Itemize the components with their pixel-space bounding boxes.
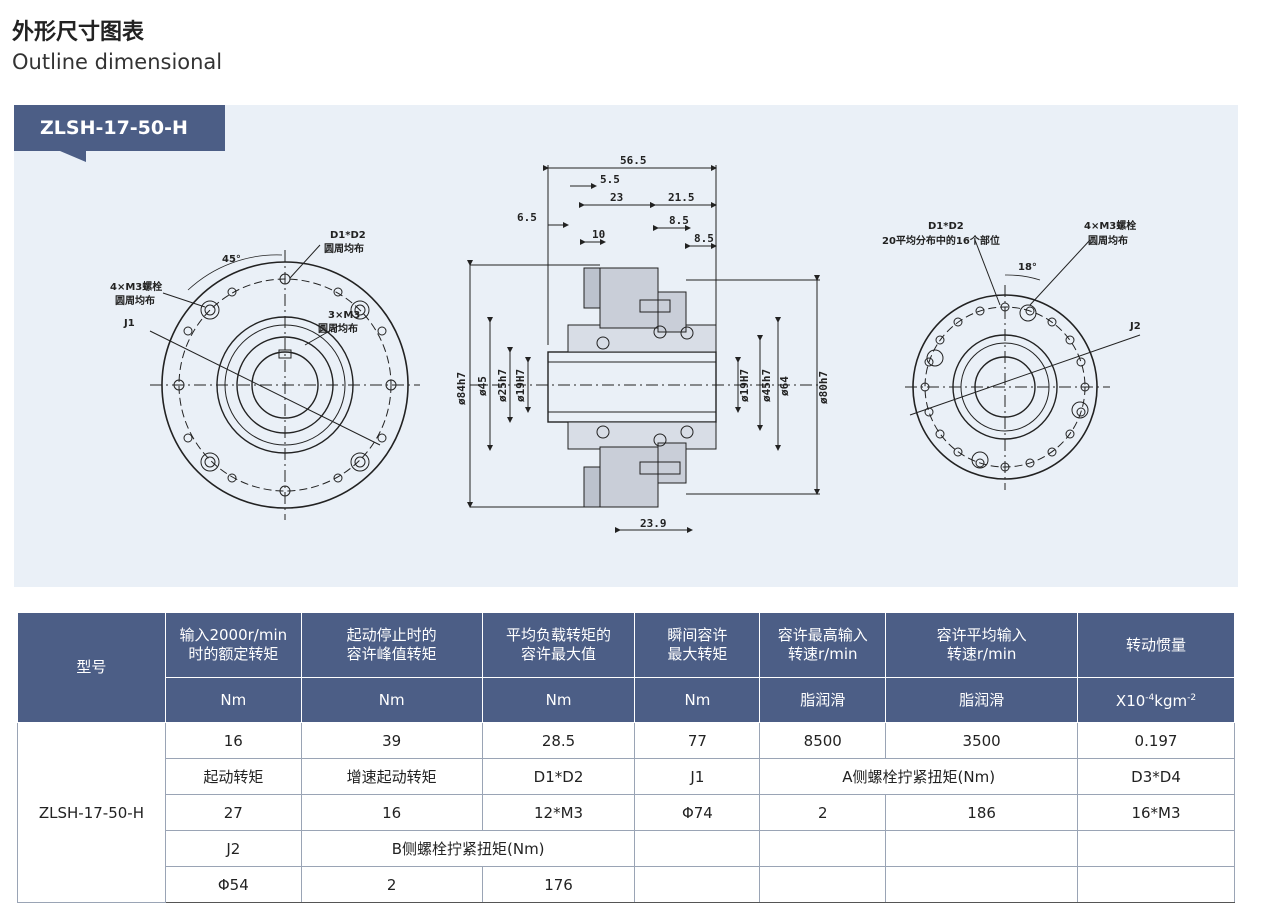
table-row: Φ54 2 176 (18, 866, 1235, 903)
dim-21-5: 21.5 (668, 191, 695, 204)
dia-19-left: ø19H7 (514, 369, 527, 402)
unit-avg-load-torque: Nm (481, 677, 636, 723)
header-avg-input-speed: 容许平均输入转速r/min (885, 612, 1079, 678)
left-d1d2-label-2: 圆周均布 (324, 242, 364, 255)
dia-64: ø64 (778, 376, 791, 396)
page-title: 外形尺寸图表 (12, 20, 145, 45)
table-cell: 186 (885, 794, 1079, 831)
dia-80: ø80h7 (817, 371, 830, 404)
left-3m3-label-2: 圆周均布 (318, 322, 358, 335)
table-cell: J1 (634, 758, 761, 795)
table-cell (1077, 866, 1235, 903)
table-cell (885, 830, 1079, 867)
table-cell: 增速起动转矩 (300, 758, 483, 795)
dia-84: ø84h7 (455, 372, 468, 405)
dim-23-9: 23.9 (640, 517, 667, 530)
table-cell (759, 866, 887, 903)
dia-45: ø45 (476, 376, 489, 396)
table-row: 27 16 12*M3 Φ74 2 186 16*M3 (18, 794, 1235, 831)
unit-momentary-torque: Nm (634, 677, 761, 723)
unit-avg-input-speed: 脂润滑 (885, 677, 1079, 723)
table-cell (634, 830, 761, 867)
dim-8-5-a: 8.5 (669, 214, 689, 227)
header-model: 型号 (17, 612, 166, 723)
unit-inertia: X10-4kgm-2 (1077, 677, 1235, 723)
table-cell: Φ74 (634, 794, 761, 831)
table-cell (634, 866, 761, 903)
table-cell (885, 866, 1079, 903)
table-cell: 起动转矩 (164, 758, 302, 795)
table-cell: 2 (759, 794, 887, 831)
right-d1d2-label: D1*D2 (928, 221, 964, 232)
dim-56-5: 56.5 (620, 154, 647, 167)
left-bolt-label-2: 圆周均布 (115, 294, 155, 307)
table-cell: 28.5 (481, 722, 636, 759)
header-inertia: 转动惯量 (1077, 612, 1235, 678)
table-cell: Φ54 (164, 866, 302, 903)
table-cell: 3500 (885, 722, 1079, 759)
table-cell: A侧螺栓拧紧扭矩(Nm) (759, 758, 1079, 795)
left-d1d2-label: D1*D2 (330, 230, 366, 241)
table-row: 起动转矩 增速起动转矩 D1*D2 J1 A侧螺栓拧紧扭矩(Nm) D3*D4 (18, 758, 1235, 795)
table-cell (1077, 830, 1235, 867)
left-angle-label: 45° (222, 254, 241, 265)
dim-8-5-b: 8.5 (694, 232, 714, 245)
table-cell: 39 (300, 722, 483, 759)
table-cell: D1*D2 (481, 758, 636, 795)
table-row: ZLSH-17-50-H 16 39 28.5 77 8500 3500 0.1… (17, 722, 1235, 903)
technical-drawing: 4×M3螺栓 圆周均布 D1*D2 圆周均布 3×M3 圆周均布 J1 45° (110, 154, 1141, 533)
dim-6-5: 6.5 (517, 211, 537, 224)
front-view-a-side (149, 244, 420, 520)
table-row: J2 B侧螺栓拧紧扭矩(Nm) (18, 830, 1235, 867)
table-cell (759, 830, 887, 867)
dia-25: ø25h7 (496, 369, 509, 402)
unit-max-input-speed: 脂润滑 (759, 677, 887, 723)
table-cell: 16 (164, 722, 302, 759)
page-subtitle: Outline dimensional (12, 50, 223, 74)
dim-23: 23 (610, 191, 623, 204)
right-bolt-label: 4×M3螺栓 (1084, 219, 1136, 232)
left-j1-label: J1 (123, 318, 135, 329)
model-tab: ZLSH-17-50-H (14, 105, 225, 151)
dia-19-right: ø19H7 (738, 369, 751, 402)
left-bolt-label: 4×M3螺栓 (110, 280, 162, 293)
right-angle-label: 18° (1018, 262, 1037, 273)
right-d1d2-label-2: 20平均分布中的16个部位 (882, 234, 1000, 247)
table-cell: J2 (164, 830, 302, 867)
table-cell: 12*M3 (481, 794, 636, 831)
header-max-input-speed: 容许最高输入转速r/min (759, 612, 887, 678)
dim-10: 10 (592, 228, 605, 241)
table-cell: 27 (164, 794, 302, 831)
unit-peak-torque: Nm (300, 677, 483, 723)
table-cell: 2 (300, 866, 483, 903)
header-row-2: Nm Nm Nm Nm 脂润滑 脂润滑 X10-4kgm-2 (18, 677, 1235, 723)
header-momentary-torque: 瞬间容许最大转矩 (634, 612, 761, 678)
table-cell: 176 (481, 866, 636, 903)
table-cell: 16 (300, 794, 483, 831)
right-bolt-label-2: 圆周均布 (1088, 234, 1128, 247)
right-j2-label: J2 (1129, 321, 1141, 332)
dia-45h7: ø45h7 (760, 369, 773, 402)
header-avg-load-torque: 平均负载转矩的容许最大值 (481, 612, 636, 678)
unit-rated-torque: Nm (164, 677, 302, 723)
table-cell: 0.197 (1077, 722, 1235, 759)
table-cell: D3*D4 (1077, 758, 1235, 795)
front-view-b-side (905, 239, 1141, 490)
table-cell: 77 (634, 722, 761, 759)
section-view (467, 165, 820, 533)
model-tab-pointer (60, 151, 86, 162)
header-peak-torque: 起动停止时的容许峰值转矩 (300, 612, 483, 678)
left-3m3-label: 3×M3 (328, 310, 360, 321)
table-cell: B侧螺栓拧紧扭矩(Nm) (300, 830, 636, 867)
model-name-cell: ZLSH-17-50-H (17, 722, 166, 903)
table-cell: 8500 (759, 722, 887, 759)
table-cell: 16*M3 (1077, 794, 1235, 831)
dim-5-5: 5.5 (600, 173, 620, 186)
